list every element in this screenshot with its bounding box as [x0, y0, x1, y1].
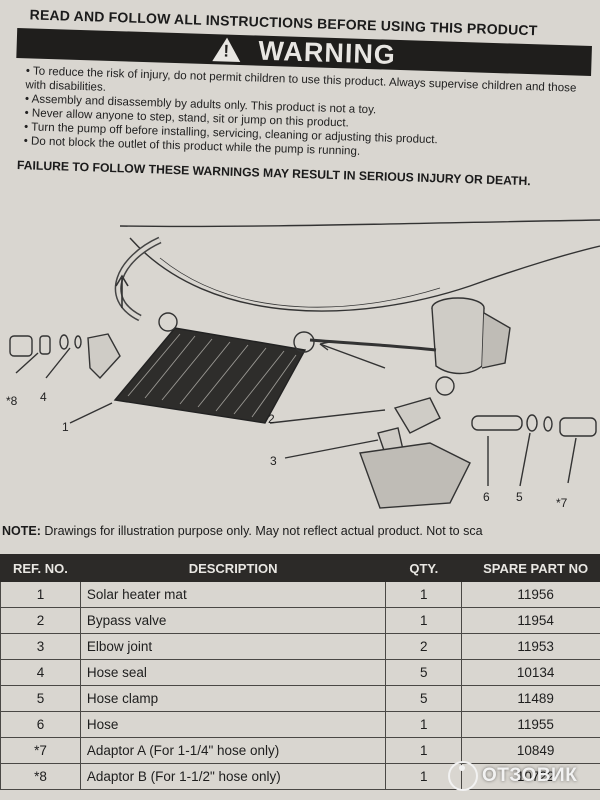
- watermark-text: ОТЗОВИК: [482, 765, 578, 786]
- table-row: 3 Elbow joint 2 11953: [0, 633, 600, 660]
- bypass-valve-drawing: [393, 397, 441, 434]
- table-row: 4 Hose seal 5 10134: [0, 659, 600, 686]
- ref-cell: 1: [0, 581, 81, 608]
- description-cell: Hose clamp: [79, 685, 387, 712]
- assembly-diagram: *8 4 1 2 3 6 5 *7: [0, 218, 600, 518]
- ref-cell: 6: [0, 711, 81, 738]
- ref-cell: 2: [0, 607, 81, 634]
- ref-cell: *8: [0, 763, 81, 790]
- callout-label: 6: [483, 490, 490, 504]
- exclamation-mark: !: [223, 41, 231, 61]
- header-ref-no: REF. NO.: [0, 554, 81, 582]
- qty-cell: 1: [385, 607, 463, 634]
- callout-label: *8: [6, 394, 18, 408]
- warning-list: To reduce the risk of injury, do not per…: [23, 64, 590, 166]
- qty-cell: 1: [385, 581, 463, 608]
- otzovik-logo-icon: [448, 761, 478, 791]
- part-no-cell: 11489: [461, 685, 600, 712]
- description-cell: Hose seal: [79, 659, 387, 686]
- connection-hose: [309, 338, 437, 352]
- header-spare-part-no: SPARE PART NO: [461, 554, 600, 582]
- part-no-cell: 10849: [461, 737, 600, 764]
- solar-heater-mat: [113, 327, 307, 424]
- qty-cell: 1: [385, 711, 463, 738]
- warning-title: WARNING: [257, 35, 397, 70]
- illustration-note: NOTE: Drawings for illustration purpose …: [2, 524, 483, 538]
- description-cell: Adaptor B (For 1-1/2" hose only): [79, 763, 387, 790]
- spare-parts-table: REF. NO. DESCRIPTION QTY. SPARE PART NO …: [0, 554, 600, 790]
- qty-cell: 2: [385, 633, 463, 660]
- warning-triangle-icon: !: [212, 37, 241, 63]
- table-header-row: REF. NO. DESCRIPTION QTY. SPARE PART NO: [0, 554, 600, 582]
- header-description: DESCRIPTION: [79, 554, 387, 582]
- hose-drawing: [471, 415, 523, 431]
- skimmer-drawing: [359, 442, 471, 509]
- part-no-cell: 10722: [461, 763, 600, 790]
- warning-section: READ AND FOLLOW ALL INSTRUCTIONS BEFORE …: [11, 4, 593, 244]
- table-row: *7 Adaptor A (For 1-1/4" hose only) 1 10…: [0, 737, 600, 764]
- part-no-cell: 11956: [461, 581, 600, 608]
- qty-cell: 5: [385, 685, 463, 712]
- table-row: 2 Bypass valve 1 11954: [0, 607, 600, 634]
- table-row: *8 Adaptor B (For 1-1/2" hose only) 1 10…: [0, 763, 600, 790]
- table-row: 5 Hose clamp 5 11489: [0, 685, 600, 712]
- callout-label: 1: [62, 420, 69, 434]
- part-no-cell: 10134: [461, 659, 600, 686]
- callout-label: 5: [516, 490, 523, 504]
- qty-cell: 1: [385, 737, 463, 764]
- part-no-cell: 11953: [461, 633, 600, 660]
- ref-cell: 4: [0, 659, 81, 686]
- adaptor-b-drawing: [9, 335, 33, 357]
- header-qty: QTY.: [385, 554, 463, 582]
- ref-cell: *7: [0, 737, 81, 764]
- note-text: Drawings for illustration purpose only. …: [44, 524, 483, 538]
- part-no-cell: 11954: [461, 607, 600, 634]
- description-cell: Solar heater mat: [79, 581, 387, 608]
- part-no-cell: 11955: [461, 711, 600, 738]
- callout-label: 4: [40, 390, 47, 404]
- ref-cell: 5: [0, 685, 81, 712]
- assembly-drawing: [9, 219, 600, 509]
- ref-cell: 3: [0, 633, 81, 660]
- qty-cell: 5: [385, 659, 463, 686]
- pump-body: [431, 307, 485, 375]
- note-label: NOTE:: [2, 524, 41, 538]
- hose-seal-drawing: [39, 335, 51, 355]
- pool-wall-curve: [129, 237, 600, 312]
- callout-label: 3: [270, 454, 277, 468]
- otzovik-watermark: ОТЗОВИК: [448, 761, 577, 791]
- pool-wall-outline: [119, 219, 600, 228]
- flow-arrow: [115, 274, 129, 308]
- description-cell: Adaptor A (For 1-1/4" hose only): [79, 737, 387, 764]
- adaptor-a-drawing: [559, 417, 597, 437]
- table-row: 6 Hose 1 11955: [0, 711, 600, 738]
- callout-label: *7: [556, 496, 568, 510]
- callout-label: 2: [268, 412, 275, 426]
- description-cell: Hose: [79, 711, 387, 738]
- table-row: 1 Solar heater mat 1 11956: [0, 581, 600, 608]
- connector-ring: [293, 331, 315, 353]
- description-cell: Bypass valve: [79, 607, 387, 634]
- description-cell: Elbow joint: [79, 633, 387, 660]
